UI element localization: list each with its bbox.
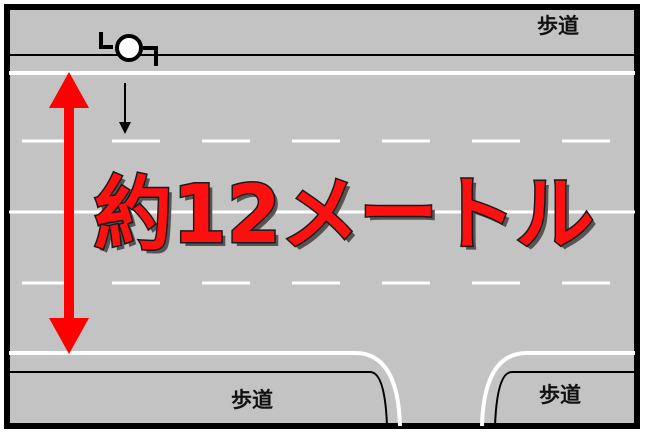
bottom-sidewalk-edge-left xyxy=(9,371,388,427)
double-headed-arrow-icon xyxy=(49,72,89,354)
traffic-signal-icon xyxy=(99,32,158,66)
bottom-sidewalk-edge-right xyxy=(494,371,635,427)
arrow-down-icon xyxy=(119,83,131,134)
diagram-frame xyxy=(4,4,640,429)
bottom-road-edge-left xyxy=(9,351,402,427)
width-label-shadow: 約12メートル xyxy=(98,172,598,265)
sidewalk-label-top-right: 歩道 xyxy=(537,14,579,38)
width-label: 約12メートル xyxy=(94,168,594,261)
sidewalk-label-bottom-left: 歩道 xyxy=(231,388,273,412)
bottom-road-edge-right xyxy=(480,351,635,427)
sidewalk-label-bottom-right: 歩道 xyxy=(539,383,581,407)
